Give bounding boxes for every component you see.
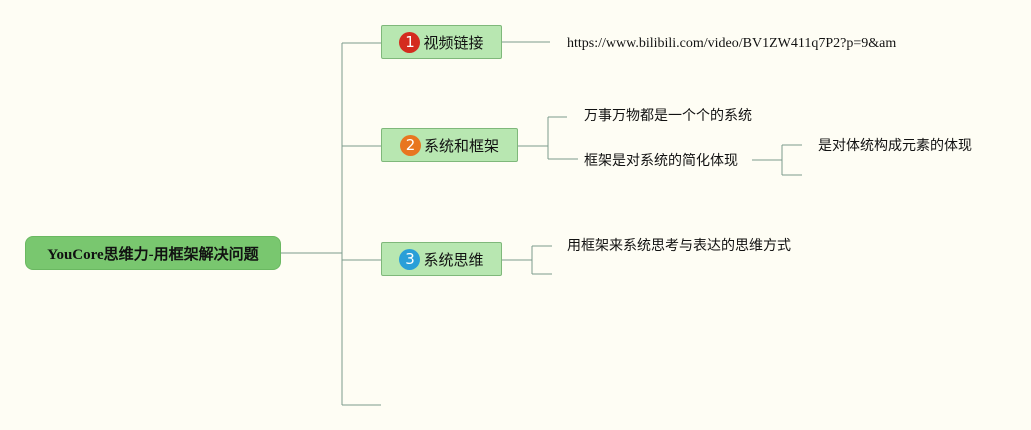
leaf-system-thinking-definition[interactable]: 用框架来系统思考与表达的思维方式	[567, 238, 791, 254]
leaf-2b-fork	[752, 144, 802, 176]
branch-2-fork	[518, 116, 578, 160]
leaf-framework-simplifies[interactable]: 框架是对系统的简化体现	[584, 153, 738, 169]
root-topic-label: YouCore思维力-用框架解决问题	[47, 246, 259, 263]
branch-video-link[interactable]: 1 视频链接	[381, 25, 502, 59]
branch-system-and-framework[interactable]: 2 系统和框架	[381, 128, 518, 162]
branch-3-fork	[502, 245, 552, 275]
branch-system-and-framework-label: 系统和框架	[423, 136, 499, 155]
branch-system-thinking[interactable]: 3 系统思维	[381, 242, 502, 276]
root-topic[interactable]: YouCore思维力-用框架解决问题	[25, 236, 281, 270]
number-2-icon: 2	[399, 134, 421, 156]
leaf-systems-everywhere[interactable]: 万事万物都是一个个的系统	[584, 108, 752, 124]
number-1-icon: 1	[399, 31, 421, 53]
number-3-icon: 3	[399, 248, 421, 270]
branch-system-thinking-label: 系统思维	[423, 250, 484, 269]
video-url-link[interactable]: https://www.bilibili.com/video/BV1ZW411q…	[567, 36, 897, 51]
branch-video-link-label: 视频链接	[423, 33, 484, 52]
leaf-elements-reflection[interactable]: 是对体统构成元素的体现	[818, 138, 972, 154]
